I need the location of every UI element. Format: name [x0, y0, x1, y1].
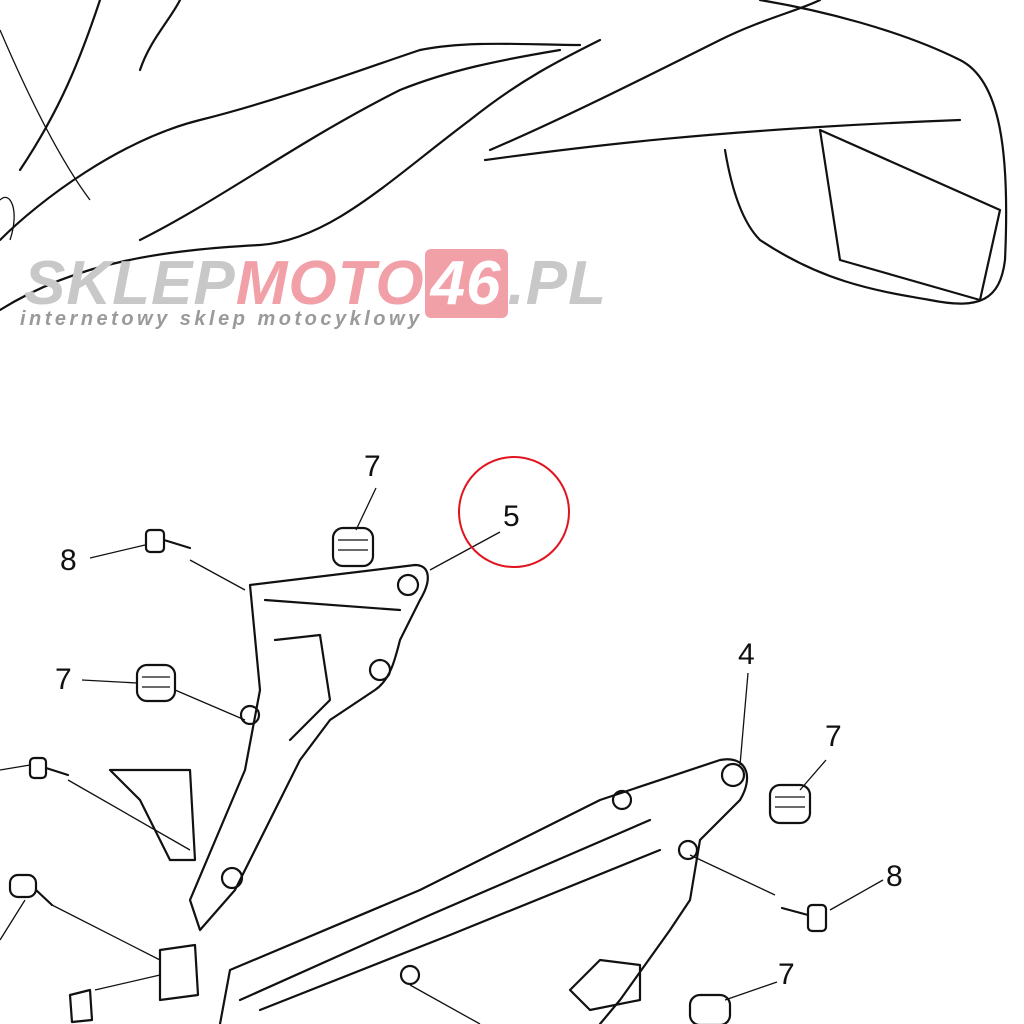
grommet-left — [135, 663, 177, 703]
bolt-left-2 — [28, 756, 70, 780]
bolt-left-3 — [8, 873, 54, 907]
callout-4[interactable]: 4 — [738, 638, 755, 671]
callout-5[interactable]: 5 — [503, 500, 520, 533]
callout-8-left[interactable]: 8 — [60, 544, 77, 577]
watermark-moto: MOTO — [235, 249, 425, 318]
callout-7-top[interactable]: 7 — [364, 450, 381, 483]
highlight-circle — [458, 456, 570, 568]
grommet-bottom — [688, 993, 732, 1024]
grommet-parts — [135, 526, 812, 1024]
callout-7-left[interactable]: 7 — [55, 663, 72, 696]
front-cowl-drawing — [0, 0, 1008, 312]
bolt-parts — [8, 528, 828, 933]
callout-7-right[interactable]: 7 — [825, 720, 842, 753]
callout-8-right[interactable]: 8 — [886, 860, 903, 893]
watermark-tagline: internetowy sklep motocyklowy — [20, 308, 423, 330]
watermark-number: 46 — [424, 249, 508, 318]
bolt-right — [780, 903, 828, 933]
watermark-sklep: SKLEP — [24, 249, 236, 318]
leader-lines — [0, 487, 884, 1024]
watermark-brand: SKLEPMOTO46.PL — [24, 248, 607, 319]
stay-bracket-5-drawing — [68, 563, 429, 1024]
grommet-top — [331, 526, 375, 568]
grommet-right — [768, 783, 812, 825]
watermark-suffix: .PL — [507, 249, 607, 318]
callout-7-bottom[interactable]: 7 — [778, 958, 795, 991]
bolt-left — [144, 528, 192, 554]
stay-bracket-4-drawing — [218, 758, 749, 1024]
